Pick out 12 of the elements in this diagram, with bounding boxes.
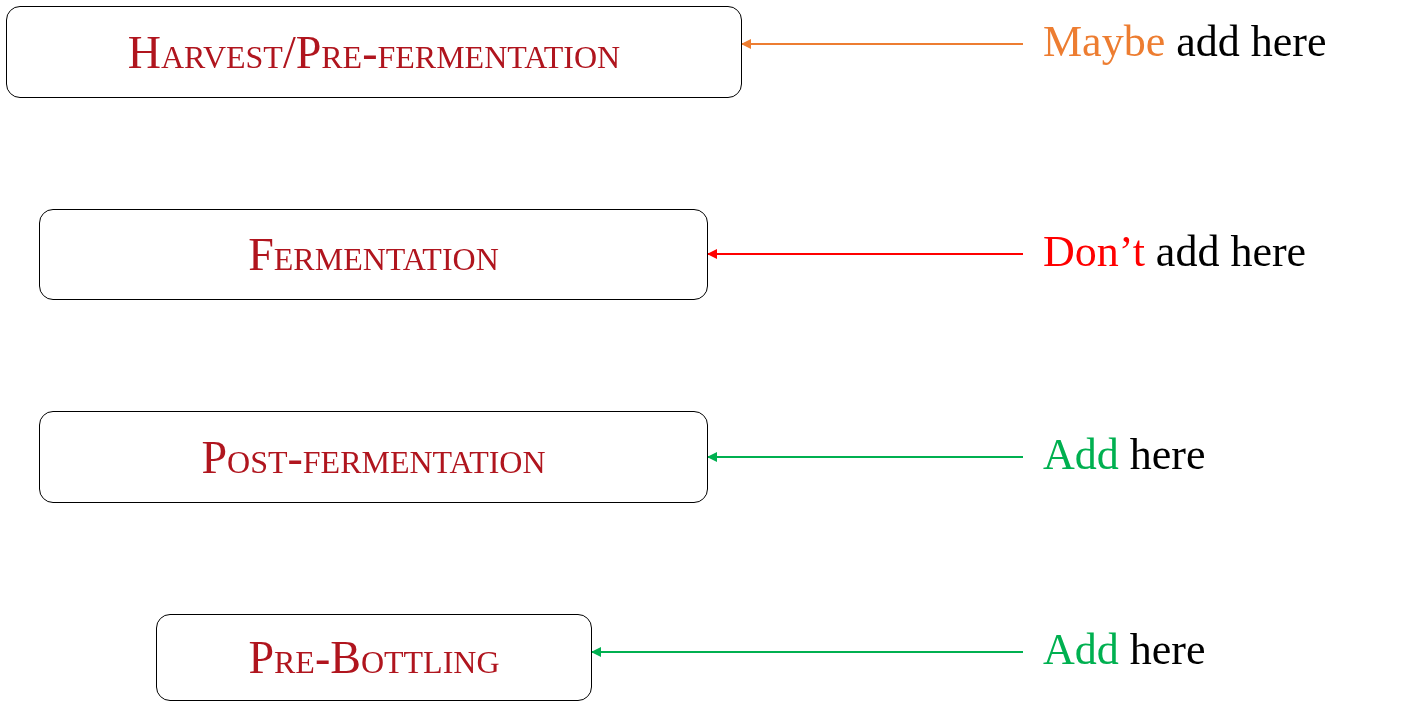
annotation-text: Add here bbox=[1043, 628, 1206, 672]
stage-box: Pre-Bottling bbox=[156, 614, 592, 701]
annotation-text: Don’t add here bbox=[1043, 230, 1307, 274]
annotation-text: Maybe add here bbox=[1043, 20, 1327, 64]
arrow bbox=[591, 647, 1024, 657]
arrow bbox=[741, 39, 1024, 49]
arrow bbox=[707, 249, 1024, 259]
stage-box: Harvest/Pre-fermentation bbox=[6, 6, 742, 98]
annotation-text: Add here bbox=[1043, 433, 1206, 477]
arrow bbox=[707, 452, 1024, 462]
stage-box: Fermentation bbox=[39, 209, 708, 300]
stage-box: Post-fermentation bbox=[39, 411, 708, 503]
